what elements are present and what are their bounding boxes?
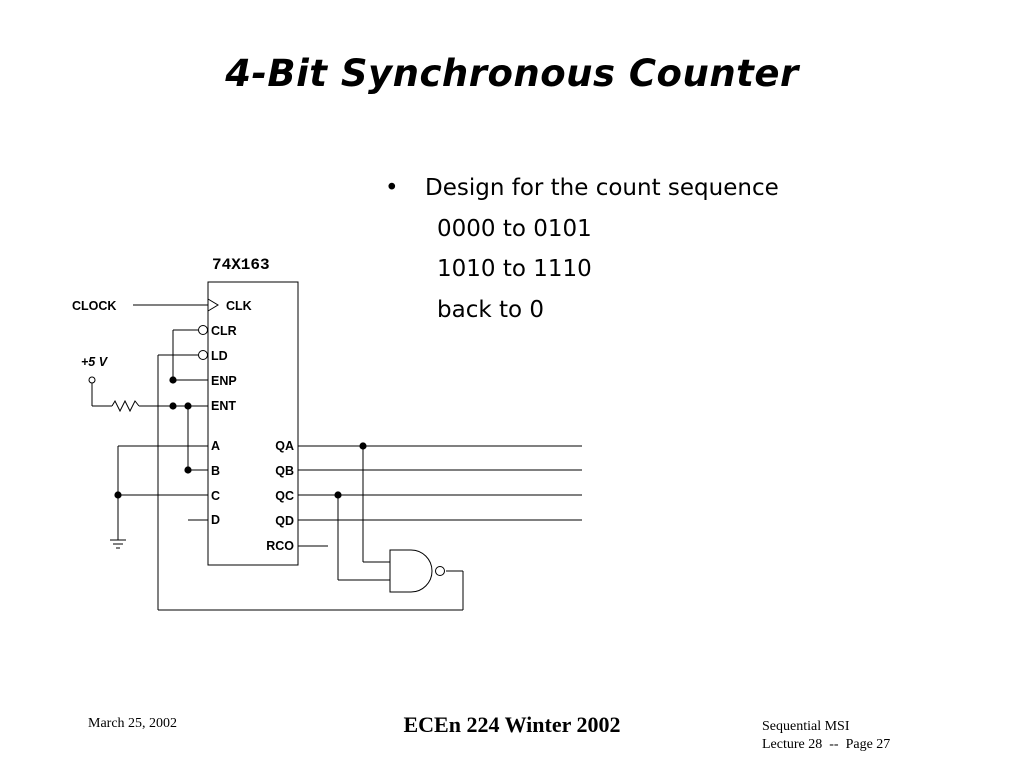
pin-ent: ENT <box>211 399 236 413</box>
pin-c: C <box>211 489 220 503</box>
nand-gate-icon <box>389 549 433 593</box>
bullet-dot-icon: • <box>385 175 399 201</box>
pin-enp: ENP <box>211 374 237 388</box>
clr-bubble <box>198 325 208 335</box>
bullet-item: • Design for the count sequence <box>385 168 779 209</box>
pin-ld: LD <box>211 349 228 363</box>
pin-qc: QC <box>275 489 294 503</box>
bullet-text: Design for the count sequence <box>425 175 779 201</box>
pin-a: A <box>211 439 220 453</box>
sequence-line-1: 0000 to 0101 <box>437 215 592 242</box>
pin-d: D <box>211 513 220 527</box>
pin-b: B <box>211 464 220 478</box>
sequence-line-2: 1010 to 1110 <box>437 256 592 282</box>
footer-info: Sequential MSI Lecture 28 -- Page 27 <box>762 718 890 754</box>
ld-bubble <box>198 350 208 360</box>
bullet-list: • Design for the count sequence 0000 to … <box>385 168 779 330</box>
footer-topic: Sequential MSI <box>762 719 850 734</box>
junction-dots <box>114 376 367 499</box>
footer-date: March 25, 2002 <box>88 716 178 731</box>
resistor-icon <box>111 399 140 413</box>
pin-rco: RCO <box>266 539 294 553</box>
supply-label: +5 V <box>81 355 109 369</box>
slide-title: 4-Bit Synchronous Counter <box>225 52 799 95</box>
pin-qa: QA <box>275 439 294 453</box>
pin-clk: CLK <box>226 299 252 313</box>
chip-body <box>207 281 299 566</box>
sequence-line-3: back to 0 <box>437 296 545 323</box>
footer-page: Lecture 28 -- Page 27 <box>762 737 891 752</box>
clock-triangle-icon <box>207 298 219 312</box>
chip-name: 74X163 <box>212 256 270 274</box>
supply-terminal-icon <box>88 376 96 384</box>
pin-qb: QB <box>275 464 294 478</box>
footer-course: ECEn 224 Winter 2002 <box>403 712 621 737</box>
clock-label: CLOCK <box>72 299 116 313</box>
pin-qd: QD <box>275 514 294 528</box>
pin-clr: CLR <box>211 324 237 338</box>
